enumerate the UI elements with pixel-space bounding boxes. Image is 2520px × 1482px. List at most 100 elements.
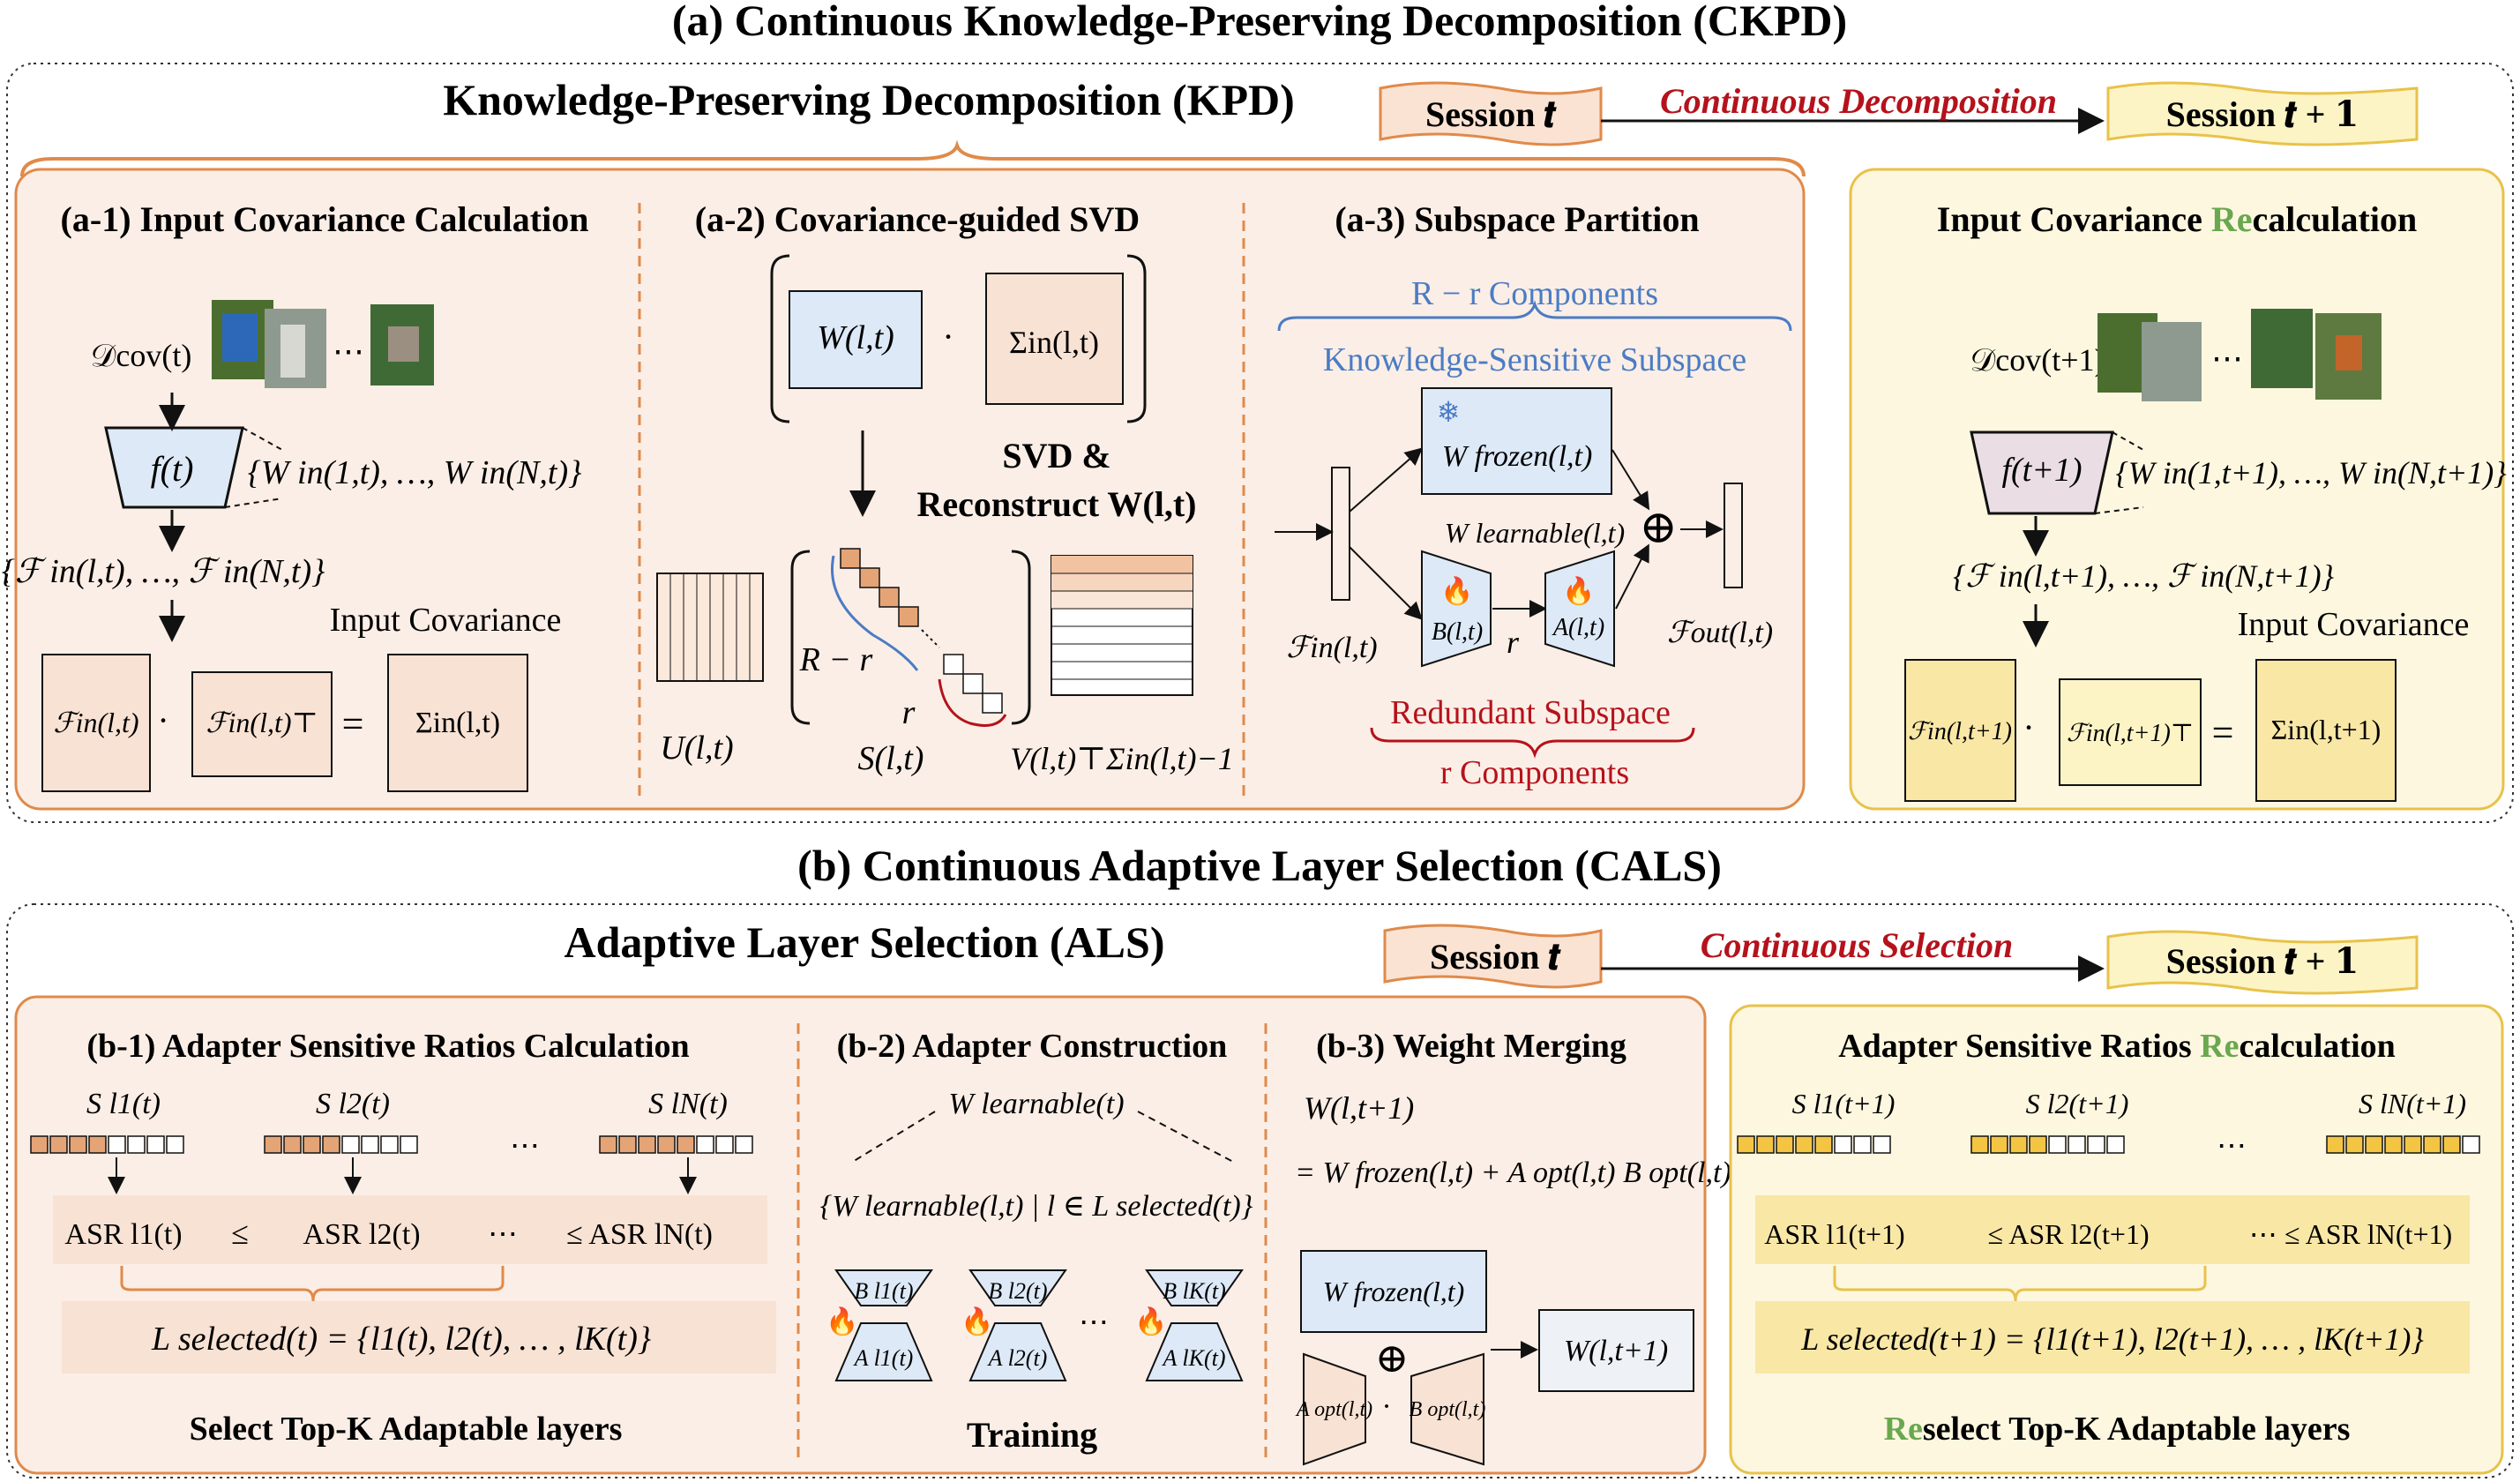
a3-frozen-label: W frozen(l,t) [1442, 440, 1593, 473]
ratio-cell [146, 1135, 165, 1154]
ratio-cell [2384, 1135, 2403, 1154]
fire-icon-b2-3: 🔥 [1134, 1306, 1167, 1336]
a1-f-right-box [191, 671, 333, 777]
fire-icon-b2-2: 🔥 [961, 1306, 993, 1336]
b2-w-learnable: W learnable(t) [948, 1088, 1124, 1120]
ratio-cell [638, 1135, 656, 1154]
part-a-title: (a) Continuous Knowledge-Preserving Deco… [672, 0, 1847, 45]
a1-cov-label: Input Covariance [330, 602, 562, 639]
a2-title: (a-2) Covariance-guided SVD [695, 199, 1140, 239]
a-recalc-f-left: ℱin(l,t+1) [1908, 718, 2012, 745]
a-recalc-model: f(t+1) [2001, 452, 2082, 489]
a2-r-label: r [902, 694, 916, 731]
ratio-cell [2087, 1135, 2105, 1154]
ratio-cell [30, 1135, 49, 1154]
adapter-pair-1 [834, 1269, 933, 1381]
kpd-panel [14, 168, 1806, 811]
b3-dot: · [1381, 1390, 1391, 1423]
ratio-cell [599, 1135, 617, 1154]
a-recalc-cov-label: Input Covariance [2238, 606, 2470, 643]
b1-selected: L selected(t) = {l1(t), l2(t), … , lK(t)… [151, 1321, 651, 1358]
a2-section: (a-2) Covariance-guided SVD W(l,t) · Σin… [656, 199, 1234, 777]
a1-f-left-box [41, 654, 151, 792]
ratio-cell [166, 1135, 184, 1154]
b1-asr-row [53, 1195, 767, 1264]
ratio-cell [380, 1135, 399, 1154]
b-recalc-footer: Reselect Top-K Adaptable layers [1884, 1411, 2351, 1448]
a-recalc-ellipsis: ⋯ [2211, 341, 2243, 376]
b-recalc-dots: ⋯ [2217, 1130, 2247, 1163]
rr-brace [831, 555, 919, 671]
b1-ratio-cells [30, 1135, 753, 1154]
a1-weights: {W in(1,t), …, W in(N,t)} [248, 454, 582, 491]
ratio-cell [1814, 1135, 1833, 1154]
ratio-cell [2326, 1135, 2344, 1154]
a3-input-bar [1331, 467, 1350, 601]
b-recalc-ratio-cells [1737, 1135, 2480, 1154]
a3-r-label: r [1507, 625, 1520, 660]
b1-sn: S lN(t) [648, 1088, 728, 1120]
a3-a-label: A(l,t) [1552, 614, 1604, 641]
fire-icon-a: 🔥 [1562, 575, 1595, 606]
a-recalc-f-left-box [1904, 659, 2016, 802]
session-t1-banner: Session 𝒕 + 𝟏 [2106, 81, 2419, 146]
recalc-bird-image-2 [2142, 322, 2202, 401]
b1-asr-5: ≤ ASR lN(t) [566, 1218, 713, 1251]
a3-section: (a-3) Subspace Partition R − r Component… [1275, 199, 1792, 791]
recalc-bird-image-4-detail [2336, 335, 2362, 370]
b1-asr-3: ASR l2(t) [303, 1218, 420, 1251]
ratio-cell [1834, 1135, 1852, 1154]
ratio-cell [735, 1135, 753, 1154]
ratio-cell [1853, 1135, 1872, 1154]
a2-sigma-label: Σin(l,t) [1009, 325, 1099, 360]
b1-asr-4: ⋯ [488, 1218, 518, 1251]
a-recalc-dot: · [2023, 707, 2034, 747]
bird-image-2-detail [280, 325, 305, 378]
ratio-cell [341, 1135, 360, 1154]
a1-sigma: Σin(l,t) [415, 707, 500, 739]
a2-s-label: S(l,t) [858, 740, 924, 777]
b-recalc-asr-1: ASR l1(t+1) [1764, 1218, 1904, 1250]
ratio-cell [2365, 1135, 2383, 1154]
ratio-cell [1776, 1135, 1794, 1154]
b1-asr-1: ASR l1(t) [64, 1218, 182, 1251]
ratio-cell [69, 1135, 87, 1154]
a-recalc-title: Input Covariance Recalculation [1937, 199, 2417, 239]
b3-eq2: = W frozen(l,t) + A opt(l,t) B opt(l,t) [1295, 1156, 1731, 1189]
ratio-cell [1737, 1135, 1755, 1154]
b1-footer: Select Top-K Adaptable layers [190, 1411, 623, 1448]
ratio-cell [657, 1135, 676, 1154]
ratio-cell [1795, 1135, 1813, 1154]
snowflake-icon: ❄ [1437, 396, 1461, 428]
b-recalc-sn: S lN(t+1) [2359, 1088, 2466, 1119]
ratio-cell [303, 1135, 321, 1154]
u-matrix [656, 573, 764, 682]
kpd-title: Knowledge-Preserving Decomposition (KPD) [443, 75, 1295, 124]
ratio-cell [283, 1135, 302, 1154]
session-t1-label: Session 𝒕 + 𝟏 [2166, 94, 2359, 134]
a-recalc-equals: = [2212, 711, 2234, 754]
fire-icon-b: 🔥 [1440, 575, 1473, 606]
ratio-cell [2068, 1135, 2086, 1154]
kpd-brace [20, 139, 1806, 177]
b1-section: (b-1) Adapter Sensitive Ratios Calculati… [30, 1028, 776, 1448]
ratio-cell [127, 1135, 146, 1154]
b1-asr-2: ≤ [231, 1216, 249, 1251]
b1-selected-row [62, 1301, 776, 1373]
b3-frozen: W frozen(l,t) [1323, 1276, 1465, 1307]
ratio-cell [88, 1135, 107, 1154]
recalc-bird-image-3 [2251, 309, 2313, 388]
b-recalc-section: Adapter Sensitive Ratios Recalculation S… [1729, 1004, 2504, 1475]
b-session-t-banner: Session 𝒕 [1383, 924, 1603, 989]
ratio-cell [677, 1135, 695, 1154]
b3-b-opt-label: B opt(l,t) [1410, 1398, 1486, 1421]
a1-images-ellipsis: ⋯ [333, 333, 364, 369]
ratio-cell [2009, 1135, 2028, 1154]
bird-image-1-detail [222, 313, 258, 362]
a1-f-right: ℱin(l,t)⊤ [206, 707, 318, 738]
b3-section: (b-3) Weight Merging W(l,t+1) = W frozen… [1295, 1028, 1731, 1466]
a2-dot: · [942, 317, 953, 356]
b-recalc-s2: S l2(t+1) [2026, 1088, 2129, 1119]
v-matrix [1051, 555, 1193, 696]
b2-footer: Training [967, 1415, 1097, 1455]
